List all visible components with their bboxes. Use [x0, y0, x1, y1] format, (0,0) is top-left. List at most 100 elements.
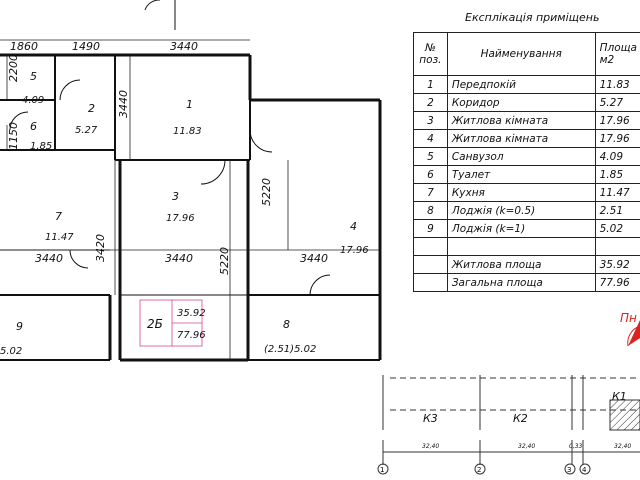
dim-1860: 1860 — [10, 40, 38, 53]
row-name: Житлова кімната — [446, 129, 596, 148]
dim-3440-vertical: 3440 — [117, 90, 130, 118]
room-number-9: 9 — [16, 320, 23, 333]
row-no: 4 — [413, 129, 448, 148]
dim-3440-left: 3440 — [35, 252, 63, 265]
row-area: 5.27 — [594, 93, 640, 112]
room-area-1: 11.83 — [173, 126, 202, 137]
apartment-stamp: 2Б 35.92 77.96 — [139, 299, 206, 347]
row-name: Санвузол — [446, 147, 596, 166]
dim-5220-a: 5220 — [218, 247, 231, 275]
room-number-5: 5 — [30, 70, 37, 83]
key-dim-2: 32,40 — [518, 443, 535, 450]
axis-2: 2 — [477, 466, 481, 474]
apartment-total-area: 77.96 — [177, 330, 206, 341]
dim-3440-right: 3440 — [300, 252, 328, 265]
row-no: 2 — [413, 93, 448, 112]
row-area: 11.47 — [594, 183, 640, 202]
apartment-living-area: 35.92 — [177, 308, 206, 319]
dim-5220-b: 5220 — [260, 178, 273, 206]
north-arrow: Пн — [620, 311, 640, 347]
axis-3: 3 — [567, 466, 571, 474]
room-number-4: 4 — [350, 220, 357, 233]
section-k3: К3 — [423, 412, 438, 425]
row-area: 11.83 — [594, 75, 640, 94]
row-area: 5.02 — [594, 219, 640, 238]
row-no: 6 — [413, 165, 448, 184]
room-labels: 5 4.09 2 5.27 1 11.83 6 1.85 3 17.96 7 1… — [0, 70, 369, 357]
room-area-4: 17.96 — [340, 245, 369, 256]
row-area: 2.51 — [594, 201, 640, 220]
section-k2: К2 — [513, 412, 528, 425]
row-area: 17.96 — [594, 129, 640, 148]
dim-3440-mid: 3440 — [165, 252, 193, 265]
row-area: 35.92 — [594, 255, 640, 274]
walls — [0, 53, 382, 362]
row-no: 5 — [413, 147, 448, 166]
room-area-9: 5.02 — [0, 346, 22, 357]
key-plan — [382, 375, 640, 465]
north-label: Пн — [620, 311, 637, 325]
table-header-row: № поз. Найменування Площа м2 — [413, 32, 640, 76]
row-area: 4.09 — [594, 147, 640, 166]
room-number-3: 3 — [172, 190, 179, 203]
dim-1150: 1150 — [7, 122, 20, 150]
row-area — [594, 237, 640, 256]
apartment-code: 2Б — [147, 317, 163, 331]
room-number-6: 6 — [30, 120, 37, 133]
axis-4: 4 — [582, 466, 587, 474]
key-dim-1: 32,40 — [422, 443, 439, 450]
row-name — [446, 237, 596, 256]
room-number-7: 7 — [55, 210, 62, 223]
room-number-2: 2 — [88, 102, 95, 115]
row-name: Коридор — [446, 93, 596, 112]
header-no: № поз. — [413, 32, 448, 76]
room-area-8: (2.51)5.02 — [264, 344, 316, 355]
dim-3440-top: 3440 — [170, 40, 198, 53]
section-k1: К1 — [612, 390, 627, 403]
row-no: 7 — [413, 183, 448, 202]
dim-3420: 3420 — [94, 234, 107, 262]
row-name: Житлова площа — [446, 255, 596, 274]
room-schedule-title: Експлікація приміщень — [465, 11, 600, 24]
axis-1: 1 — [380, 466, 384, 474]
room-area-3: 17.96 — [166, 213, 195, 224]
key-dim-3: 0,33 — [569, 443, 583, 450]
room-area-6: 1.85 — [30, 141, 52, 152]
row-name: Загальна площа — [446, 273, 596, 292]
dim-1490: 1490 — [72, 40, 100, 53]
room-area-2: 5.27 — [75, 125, 98, 136]
dimension-texts: 1860 1490 3440 3440 3440 3440 2200 3440 … — [7, 40, 328, 275]
row-area: 17.96 — [594, 111, 640, 130]
row-name: Лоджія (k=1) — [446, 219, 596, 238]
row-no: 3 — [413, 111, 448, 130]
row-name: Житлова кімната — [446, 111, 596, 130]
row-name: Передпокій — [446, 75, 596, 94]
row-no: 1 — [413, 75, 448, 94]
row-area: 1.85 — [594, 165, 640, 184]
key-plan-labels: К3 К2 К1 32,40 32,40 0,33 32,40 1 2 3 4 — [377, 390, 631, 475]
dim-2200: 2200 — [7, 54, 20, 82]
room-number-1: 1 — [186, 98, 193, 111]
row-no — [413, 237, 448, 256]
header-area: Площа м2 — [594, 32, 640, 76]
row-name: Кухня — [446, 183, 596, 202]
room-area-5: 4.09 — [22, 95, 44, 106]
row-no — [413, 273, 448, 292]
table-row — [413, 237, 640, 256]
dimension-lines — [0, 39, 380, 360]
door-swings — [9, 0, 331, 296]
row-name: Лоджія (k=0.5) — [446, 201, 596, 220]
row-area: 77.96 — [594, 273, 640, 292]
row-no: 8 — [413, 201, 448, 220]
row-no — [413, 255, 448, 274]
